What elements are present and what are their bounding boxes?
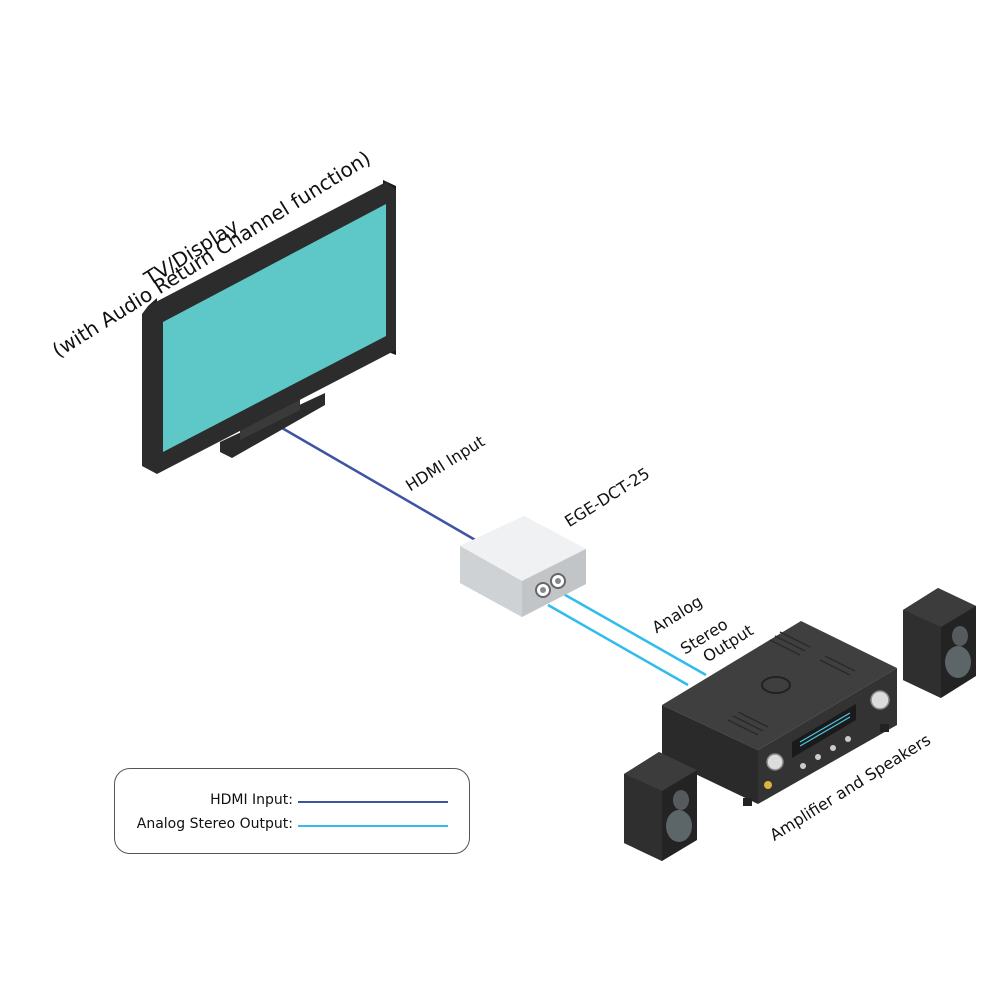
analog-cable-2 — [559, 590, 707, 677]
analog-cable-1 — [547, 603, 689, 687]
legend-swatch-hdmi — [298, 801, 448, 803]
legend-label-analog: Analog Stereo Output: — [136, 816, 293, 832]
legend-item-analog: Analog Stereo Output: — [115, 816, 471, 836]
amplifier — [662, 621, 897, 806]
hdmi-cable — [281, 426, 497, 554]
device-label: EGE-DCT-25 — [561, 464, 653, 531]
input-knob — [766, 753, 784, 771]
speaker-right — [903, 588, 976, 698]
volume-knob — [870, 690, 890, 710]
legend-item-hdmi: HDMI Input: — [115, 792, 471, 812]
legend-swatch-analog — [298, 825, 448, 827]
speaker-left — [624, 752, 697, 861]
legend: HDMI Input: Analog Stereo Output: — [114, 768, 470, 854]
hdmi-input-label: HDMI Input — [402, 432, 488, 495]
tv-screen — [163, 204, 386, 452]
legend-label-hdmi: HDMI Input: — [210, 792, 293, 808]
converter-box — [460, 516, 586, 617]
tv-display — [142, 180, 396, 474]
